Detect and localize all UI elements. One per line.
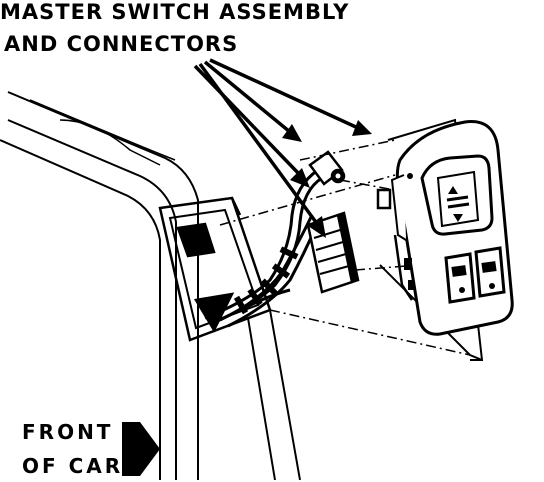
switch-recess xyxy=(158,196,301,481)
small-round-connector xyxy=(308,150,346,186)
orientation-label-line-2: OF CAR xyxy=(22,454,124,478)
callout-label-line-1: MASTER SWITCH ASSEMBLY xyxy=(0,0,350,24)
harness-tape-wraps xyxy=(233,246,299,315)
door-panel xyxy=(0,91,199,480)
orientation-label-line-1: FRONT xyxy=(22,420,114,444)
callout-leader-arrows xyxy=(193,58,372,238)
callout-label-line-2: AND CONNECTORS xyxy=(4,32,239,56)
master-switch-housing xyxy=(376,120,514,336)
multi-pin-connector xyxy=(306,211,360,294)
arrow-right-icon xyxy=(122,422,160,476)
